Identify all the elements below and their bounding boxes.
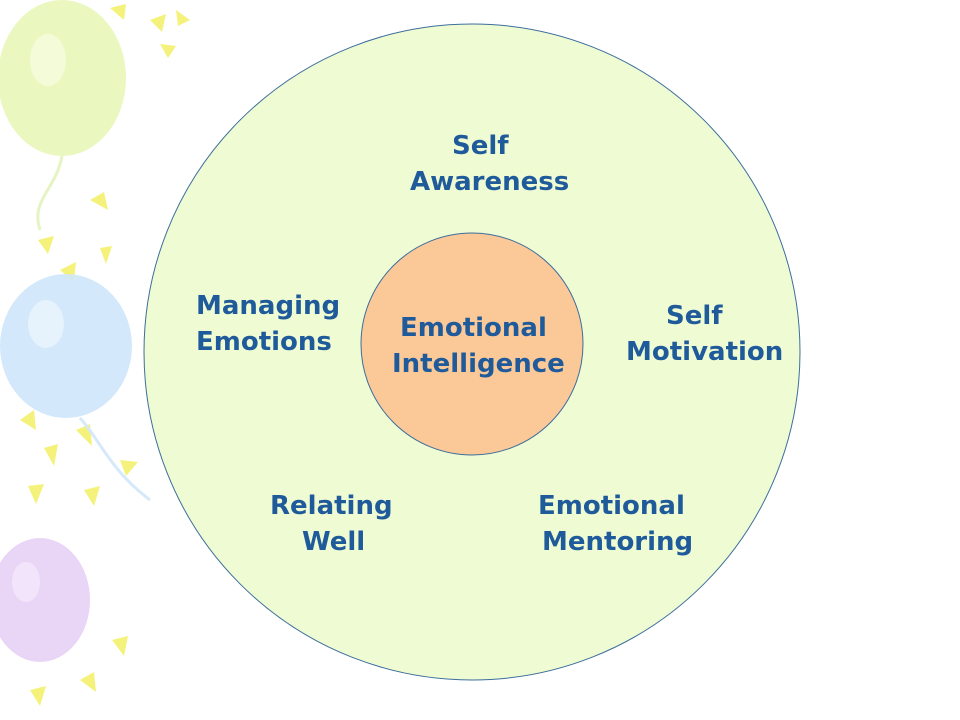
self-awareness-line1: Self	[452, 131, 509, 161]
emotional-mentoring-line2: Mentoring	[542, 527, 694, 557]
self-awareness-label: Self Awareness	[410, 128, 569, 200]
balloon-blue	[0, 274, 151, 502]
emotional-intelligence-line2: Intelligence	[392, 349, 565, 379]
relating-well-line1: Relating	[270, 491, 393, 521]
relating-well-label: Relating Well	[270, 488, 393, 560]
inner-circle	[360, 232, 584, 456]
managing-emotions-line1: Managing	[196, 291, 341, 321]
emotional-mentoring-label: Emotional Mentoring	[538, 488, 693, 560]
managing-emotions-line2: Emotions	[196, 327, 332, 357]
relating-well-line2: Well	[302, 527, 366, 557]
balloon-green	[0, 0, 126, 231]
self-motivation-line2: Motivation	[626, 337, 784, 367]
emotional-mentoring-line1: Emotional	[538, 491, 685, 521]
self-motivation-label: Self Motivation	[626, 298, 783, 370]
emotional-intelligence-label: Emotional Intelligence	[392, 310, 565, 382]
self-awareness-line2: Awareness	[410, 167, 570, 197]
confetti-yellow	[20, 4, 190, 706]
emotional-intelligence-line1: Emotional	[400, 313, 547, 343]
balloon-purple	[0, 538, 90, 662]
self-motivation-line1: Self	[666, 301, 723, 331]
managing-emotions-label: Managing Emotions	[196, 288, 340, 360]
